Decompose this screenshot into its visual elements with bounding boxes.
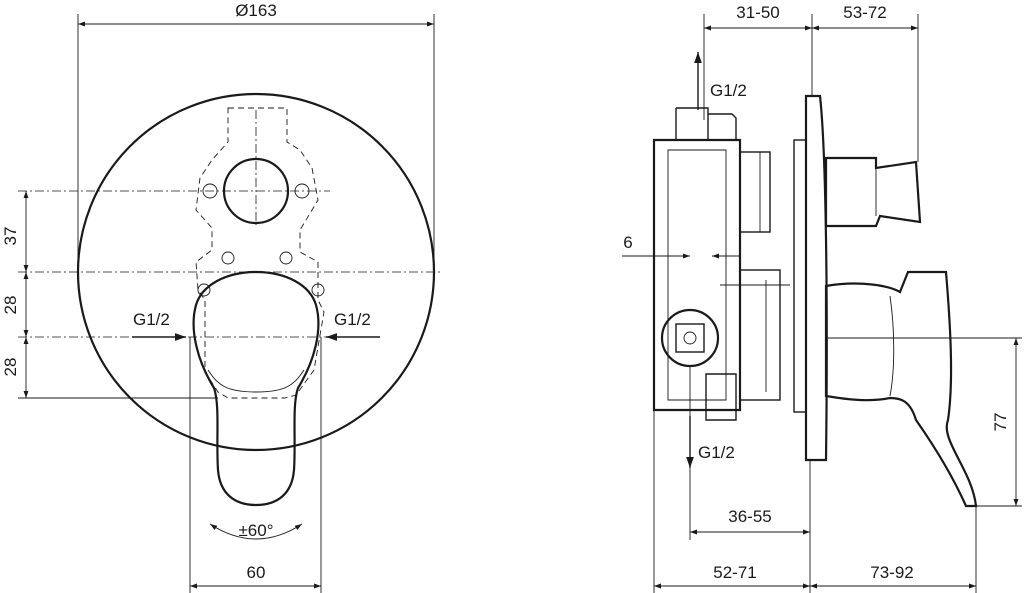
diverter-knob-side [824,156,922,228]
side-view: G1/2 G1/2 31-50 53-72 6 36-55 52-71 73-9… [622,3,1022,593]
dim-label-6: 6 [623,233,632,252]
dim-label-52-71: 52-71 [713,563,756,582]
outlet-bottom-label: G1/2 [698,443,735,462]
inlet-port-inner [675,323,705,353]
dim-label-73-92: 73-92 [870,563,913,582]
outlet-top-label: G1/2 [710,81,747,100]
screw-hole [311,283,325,297]
dim-label-31-50: 31-50 [736,3,779,22]
screw-hole [279,251,293,265]
dim-label-37: 37 [1,227,20,246]
inlet-right-label: G1/2 [334,310,371,329]
bottom-outlet-fitting [705,373,737,421]
rough-in-body-outline [195,107,325,399]
mounting-flange [793,139,807,413]
cartridge-housing [739,269,781,401]
inlet-port [660,308,720,368]
dim-label-36-55: 36-55 [728,507,771,526]
dim-label-77: 77 [991,413,1010,432]
inlet-port-core [683,331,697,345]
top-outlet-fitting [675,107,737,140]
mixer-lever [192,270,320,507]
rotation-label: ±60° [238,521,273,540]
dim-label-28-upper: 28 [1,296,20,315]
diameter-label: Ø163 [235,1,277,20]
screw-hole [221,251,235,265]
rough-in-box-inner [667,149,727,401]
inlet-left-label: G1/2 [133,310,170,329]
rotation-arc [209,523,303,540]
rough-in-box [652,138,742,412]
dim-label-60: 60 [247,563,266,582]
lever-detail [207,369,305,393]
cartridge-housing [739,151,771,233]
lever-side-detail [889,295,895,397]
front-view: G1/2 G1/2 Ø163 37 28 28 ±60° 60 [1,1,440,593]
cover-plate-side [804,94,828,462]
dim-label-53-72: 53-72 [843,3,886,22]
screw-hole [197,283,211,297]
dim-label-28-lower: 28 [1,358,20,377]
mixer-lever-side [824,270,978,508]
